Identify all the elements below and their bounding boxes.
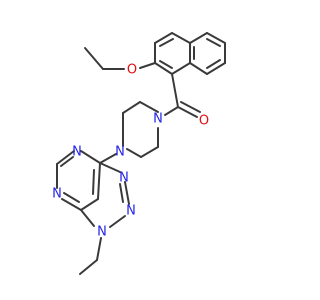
bond [189, 32, 208, 44]
bond [99, 162, 121, 173]
atom-label-nitrogen: N [153, 112, 163, 127]
bond [159, 60, 173, 69]
bond [171, 73, 179, 108]
atom-labels: O O N N N N N N N [52, 63, 209, 240]
bond [164, 106, 179, 116]
atom-label-nitrogen: N [119, 171, 129, 186]
bond [154, 32, 173, 44]
atom-label-oxygen: O [127, 63, 137, 78]
molecule-structure: O O N N N N N N N [52, 32, 226, 275]
bond [80, 209, 95, 227]
bond [139, 101, 159, 113]
atom-label-nitrogen: N [97, 225, 107, 240]
bond [180, 101, 201, 113]
bond [171, 62, 191, 75]
bond [99, 153, 117, 164]
bond [92, 169, 95, 195]
bond [97, 162, 101, 200]
bond [140, 146, 159, 158]
atom-label-nitrogen: N [115, 145, 125, 160]
bond [139, 62, 156, 69]
bond [63, 192, 80, 203]
atom-label-nitrogen: N [126, 204, 136, 219]
bond [84, 47, 104, 70]
bond [206, 62, 226, 75]
bond [119, 183, 124, 203]
atom-label-oxygen: O [199, 114, 209, 129]
bond [109, 215, 126, 228]
bond [171, 32, 191, 44]
bond [206, 38, 221, 47]
bond [60, 156, 74, 167]
atom-label-nitrogen: N [72, 145, 82, 160]
bond [80, 150, 101, 164]
bonds [56, 32, 226, 275]
bond [206, 59, 221, 69]
bond [56, 150, 75, 165]
bond [189, 62, 208, 75]
bond [206, 32, 226, 44]
bond [177, 106, 198, 118]
bond [154, 62, 173, 75]
atom-label-nitrogen: N [52, 187, 62, 202]
bond [159, 38, 174, 47]
bond [122, 101, 141, 114]
bond [126, 148, 142, 158]
bond [96, 237, 102, 261]
bond [61, 198, 82, 211]
bond [80, 198, 99, 211]
bond [124, 181, 130, 205]
bond [79, 259, 98, 275]
